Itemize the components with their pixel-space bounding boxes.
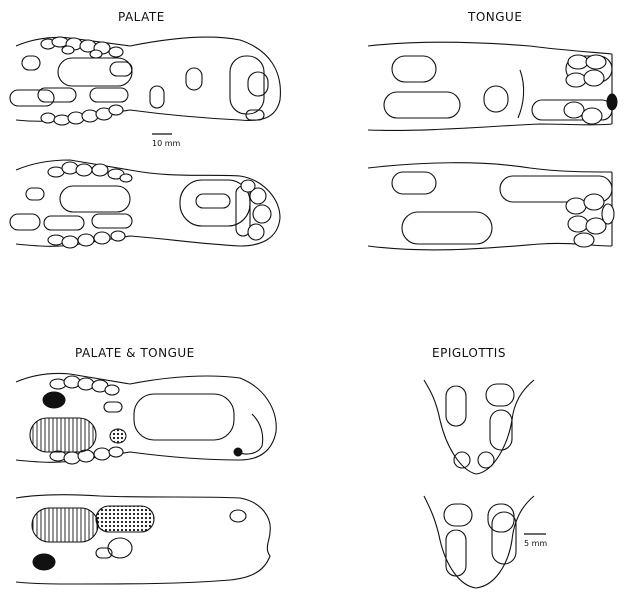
lesion-solid (43, 392, 65, 408)
epiglottis-outline-top (424, 380, 534, 474)
teeth-cluster-lower (41, 105, 123, 125)
epiglottis-diagram-top (424, 380, 534, 474)
tongue-diagram-top (368, 42, 617, 130)
scale-label-10mm: 10 mm (152, 139, 181, 148)
palate-tongue-diagram-bottom (16, 495, 270, 584)
lesion-dotted-small (110, 429, 126, 443)
epiglottis-outline-bottom (424, 496, 534, 588)
palate-diagram-bottom (10, 160, 280, 248)
tongue-diagram-bottom (368, 163, 614, 250)
palate-outline-top (16, 37, 280, 121)
scale-label-5mm: 5 mm (524, 539, 547, 548)
palate-tongue-diagram-top (16, 373, 276, 464)
lesion-dotted-large (96, 506, 154, 532)
epiglottis-diagram-bottom: 5 mm (424, 496, 547, 588)
palate-diagram-top: 10 mm (10, 37, 280, 148)
lesion-hatched-2 (32, 508, 98, 542)
lesion-hatched (30, 418, 96, 452)
